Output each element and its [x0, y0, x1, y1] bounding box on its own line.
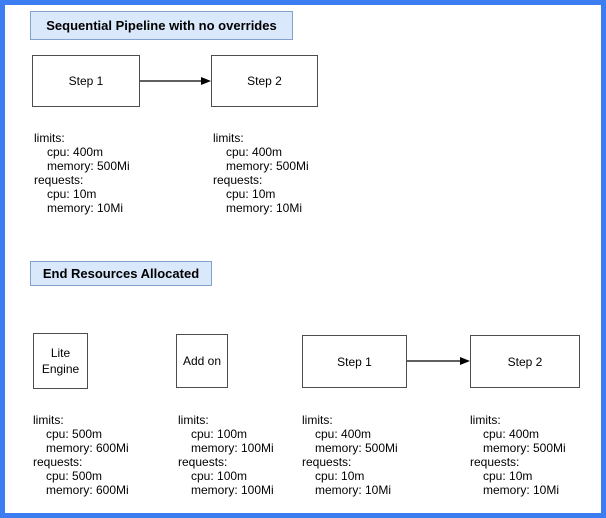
resource-block-step2-top: limits: cpu: 400m memory: 500Mi requests… [213, 131, 309, 215]
resource-line: memory: 10Mi [483, 483, 560, 497]
section-title-end-resources: End Resources Allocated [30, 261, 212, 286]
resource-line: limits: [302, 413, 333, 427]
resource-line: requests: [470, 455, 520, 469]
resource-line: requests: [302, 455, 352, 469]
node-step2-bottom: Step 2 [470, 335, 580, 388]
resource-line: limits: [470, 413, 501, 427]
connector-arrow-step1-to-step2-bottom [407, 357, 470, 365]
resource-line: cpu: 10m [315, 469, 365, 483]
resource-line: cpu: 100m [191, 469, 248, 483]
resource-line: memory: 600Mi [46, 441, 129, 455]
resource-line: cpu: 500m [46, 469, 103, 483]
resource-line: cpu: 400m [226, 145, 283, 159]
resource-block-step2-bottom: limits: cpu: 400m memory: 500Mi requests… [470, 413, 566, 497]
resource-block-lite-engine: limits: cpu: 500m memory: 600Mi requests… [33, 413, 129, 497]
resource-line: limits: [213, 131, 244, 145]
resource-line: memory: 500Mi [47, 159, 130, 173]
resource-line: cpu: 400m [315, 427, 372, 441]
resource-line: limits: [34, 131, 65, 145]
resource-line: memory: 100Mi [191, 441, 274, 455]
resource-line: cpu: 400m [47, 145, 104, 159]
resource-line: requests: [178, 455, 228, 469]
connector-arrow-step1-to-step2-top [140, 77, 211, 85]
resource-line: requests: [213, 173, 263, 187]
resource-line: memory: 10Mi [226, 201, 303, 215]
resource-line: cpu: 500m [46, 427, 103, 441]
resource-line: limits: [33, 413, 64, 427]
resource-line: memory: 500Mi [315, 441, 398, 455]
resource-line: memory: 100Mi [191, 483, 274, 497]
resource-block-add-on: limits: cpu: 100m memory: 100Mi requests… [178, 413, 274, 497]
resource-block-step1-top: limits: cpu: 400m memory: 500Mi requests… [34, 131, 130, 215]
resource-line: memory: 600Mi [46, 483, 129, 497]
node-lite-engine: Lite Engine [33, 333, 88, 389]
resource-line: requests: [33, 455, 83, 469]
resource-line: cpu: 100m [191, 427, 248, 441]
resource-line: memory: 10Mi [315, 483, 392, 497]
resource-line: cpu: 10m [47, 187, 97, 201]
node-step1-top: Step 1 [32, 55, 140, 107]
resource-block-step1-bottom: limits: cpu: 400m memory: 500Mi requests… [302, 413, 398, 497]
node-step2-top: Step 2 [211, 55, 318, 107]
resource-line: cpu: 10m [226, 187, 276, 201]
resource-line: memory: 500Mi [483, 441, 566, 455]
section-title-pipeline: Sequential Pipeline with no overrides [30, 11, 293, 40]
resource-line: limits: [178, 413, 209, 427]
node-add-on: Add on [176, 334, 228, 388]
resource-line: requests: [34, 173, 84, 187]
resource-line: memory: 10Mi [47, 201, 124, 215]
resource-line: cpu: 10m [483, 469, 533, 483]
resource-line: cpu: 400m [483, 427, 540, 441]
resource-line: memory: 500Mi [226, 159, 309, 173]
node-step1-bottom: Step 1 [302, 335, 407, 388]
